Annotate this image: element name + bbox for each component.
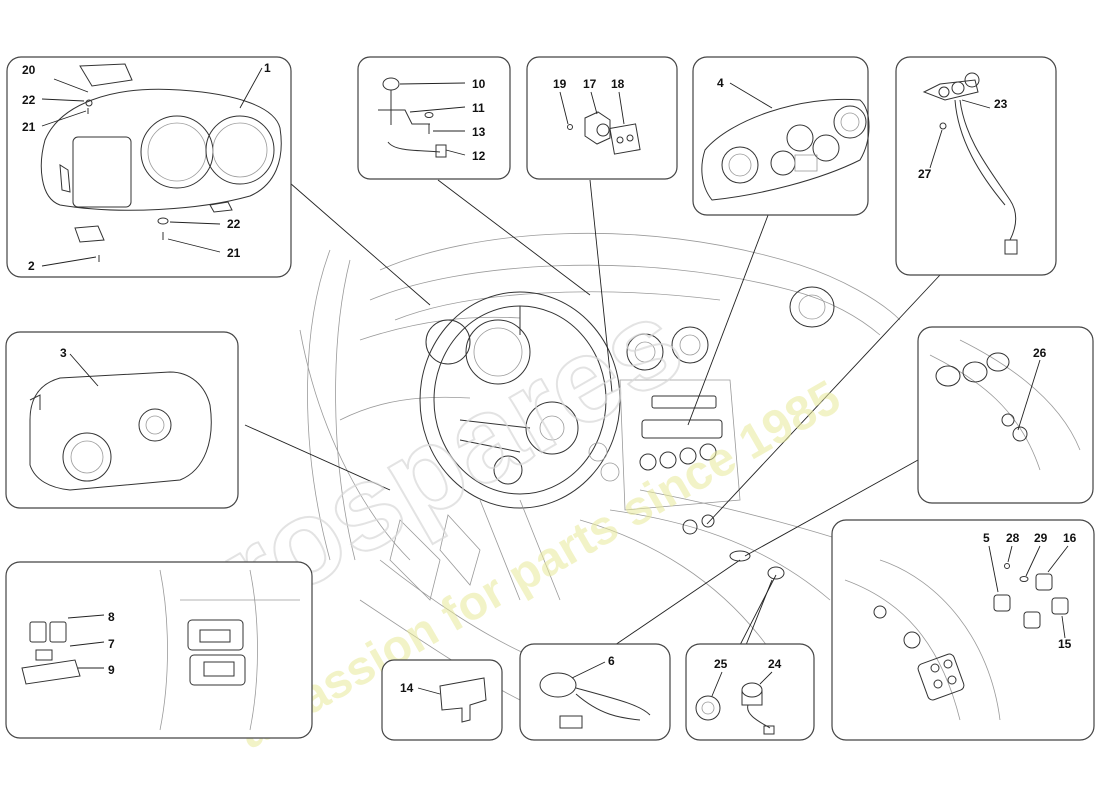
callout-10: 10	[472, 77, 486, 91]
callout-9: 9	[108, 663, 115, 677]
callout-4: 4	[717, 76, 724, 90]
callout-21b: 21	[227, 246, 241, 260]
callout-6: 6	[608, 654, 615, 668]
panel-switch-24-25[interactable]: 25 24	[685, 643, 815, 741]
callout-21: 21	[22, 120, 36, 134]
panel-switch[interactable]: 19 17 18	[526, 56, 678, 180]
callout-22: 22	[22, 93, 36, 107]
callout-23: 23	[994, 97, 1008, 111]
callout-12: 12	[472, 149, 486, 163]
callout-7: 7	[108, 637, 115, 651]
panel-sensor[interactable]: 10 11 13 12	[357, 56, 511, 180]
callout-16: 16	[1063, 531, 1077, 545]
panel-instrument-cluster[interactable]: 20 1 22 21 22 21 2	[6, 56, 292, 278]
callout-25: 25	[714, 657, 728, 671]
dashboard-sketch	[224, 179, 976, 701]
panel-buttons[interactable]: 5 28 29 16 15	[831, 519, 1095, 741]
callout-28: 28	[1006, 531, 1020, 545]
panel-wiring[interactable]: 23 27	[895, 56, 1057, 276]
panel-bracket[interactable]: 14	[381, 659, 503, 741]
callout-15: 15	[1058, 637, 1072, 651]
panel-console-buttons[interactable]: 26	[917, 326, 1094, 504]
callout-27: 27	[918, 167, 932, 181]
panel-climate-control[interactable]: 4	[692, 56, 870, 216]
callout-26: 26	[1033, 346, 1047, 360]
panel-window-switches[interactable]: 8 7 9	[5, 561, 313, 739]
panel-sensor-6[interactable]: 6	[519, 643, 671, 741]
callout-5: 5	[983, 531, 990, 545]
callout-18: 18	[611, 77, 625, 91]
callout-17: 17	[583, 77, 597, 91]
callout-29: 29	[1034, 531, 1048, 545]
callout-19: 19	[553, 77, 567, 91]
panel-headlight-switch[interactable]: 3	[5, 331, 239, 509]
callout-2: 2	[28, 259, 35, 273]
callout-13: 13	[472, 125, 486, 139]
callout-24: 24	[768, 657, 782, 671]
callout-22b: 22	[227, 217, 241, 231]
callout-3: 3	[60, 346, 67, 360]
callout-8: 8	[108, 610, 115, 624]
callout-11: 11	[472, 101, 485, 115]
callout-1: 1	[264, 61, 271, 75]
callout-20: 20	[22, 63, 36, 77]
callout-14: 14	[400, 681, 414, 695]
